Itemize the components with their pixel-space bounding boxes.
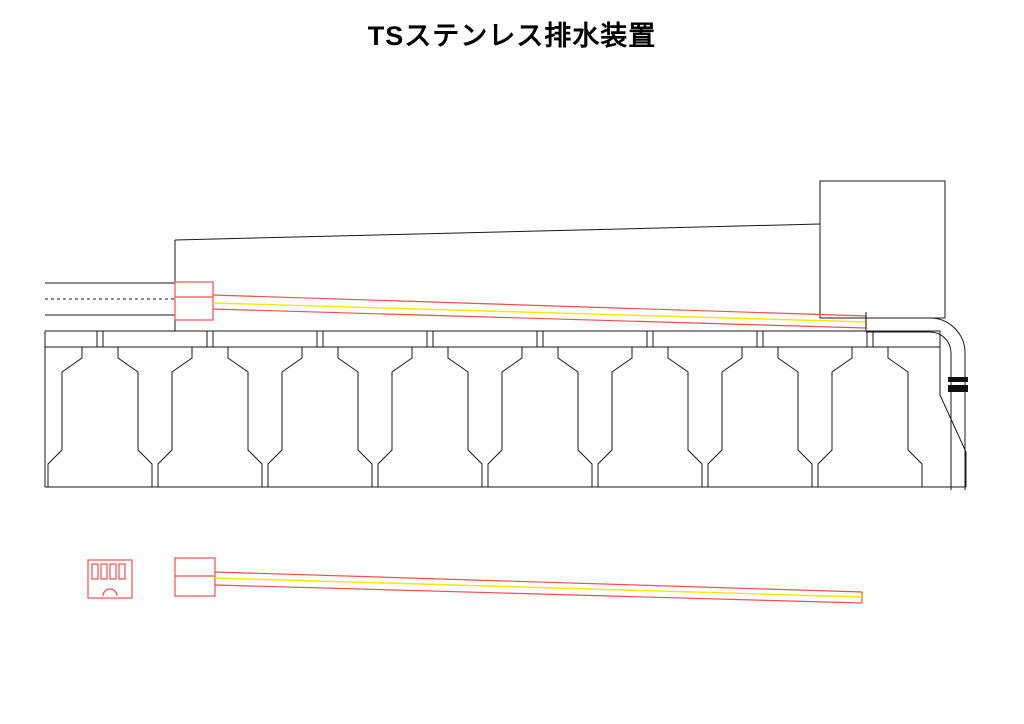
detail-bracket <box>87 559 133 599</box>
approach-lines <box>45 282 175 316</box>
girder-gap <box>267 330 373 488</box>
channel-top-edge <box>212 294 867 317</box>
parapet-block <box>819 180 946 319</box>
bracket-slot <box>91 563 99 580</box>
girder-end-bevel <box>939 331 967 487</box>
pipe-coupling-upper <box>948 377 968 382</box>
drawing-title: TSステンレス排水装置 <box>367 21 657 51</box>
detail-channel <box>174 557 863 604</box>
girder-gap <box>377 330 483 488</box>
drain-inlet-box <box>174 281 214 321</box>
girder-gap <box>487 330 593 488</box>
girder-gap <box>47 330 153 488</box>
drainage-channel <box>174 281 867 329</box>
detail-view <box>87 557 863 604</box>
elbow-inner <box>929 331 952 354</box>
channel-bottom-edge <box>212 308 867 329</box>
bridge-deck <box>45 223 940 348</box>
detail-channel-top <box>214 571 863 593</box>
elbow-outer <box>929 317 966 354</box>
girder-gap <box>597 330 703 488</box>
detail-water-flow-line <box>214 577 863 598</box>
water-flow-line <box>212 302 867 323</box>
detail-channel-bottom <box>214 584 863 604</box>
girder-gap <box>817 330 923 488</box>
pipe-coupling-lower <box>948 385 968 392</box>
bracket-slot <box>100 563 108 580</box>
girders <box>44 330 967 488</box>
bracket-drain-hole <box>102 588 118 597</box>
girder-gap <box>707 330 813 488</box>
main-elevation-view <box>44 180 968 490</box>
detail-inlet-box <box>174 557 216 597</box>
downpipe-assembly <box>865 312 968 490</box>
bracket-slot <box>118 563 126 580</box>
bracket-slot <box>109 563 117 580</box>
deck-top-slope <box>174 223 821 241</box>
girder-gap <box>157 330 263 488</box>
bracket-outline <box>87 559 133 599</box>
